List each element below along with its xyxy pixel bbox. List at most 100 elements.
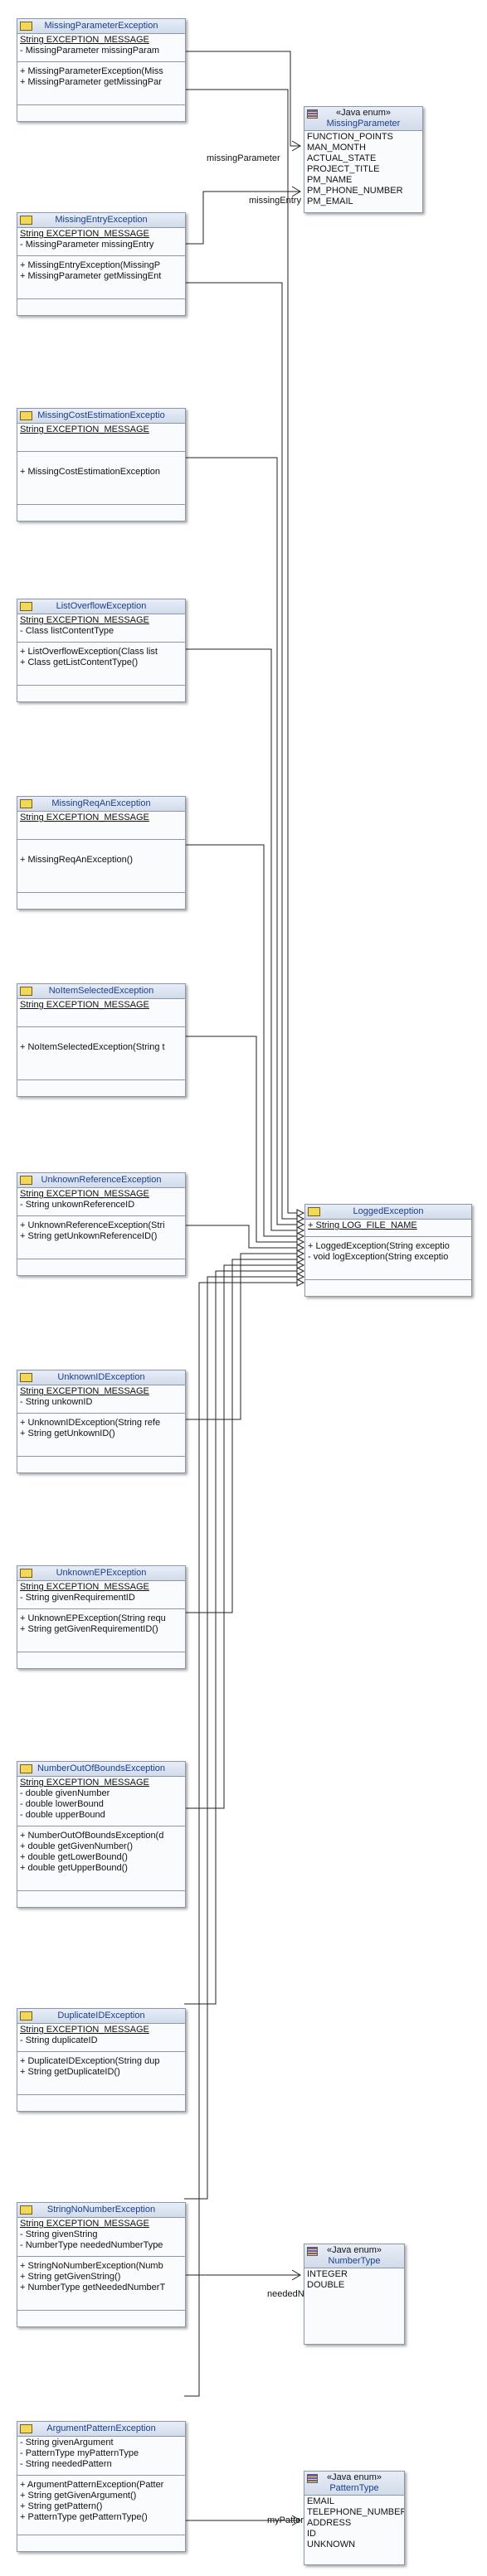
empty-compartment: [17, 2095, 185, 2111]
class-box-unknown-ep-exception[interactable]: UnknownEPException String EXCEPTION_MESS…: [17, 1565, 186, 1669]
class-box-duplicate-id-exception[interactable]: DuplicateIDException String EXCEPTION_ME…: [17, 2008, 186, 2112]
class-icon: [308, 1207, 320, 1216]
operations-compartment: + UnknownEPException(String requ + Strin…: [17, 1609, 185, 1652]
attributes-compartment: String EXCEPTION_MESSAGE - MissingParame…: [17, 34, 185, 62]
enum-literals: EMAIL TELEPHONE_NUMBER ADDRESS ID UNKNOW…: [304, 2496, 404, 2555]
attribute: String EXCEPTION_MESSAGE: [20, 1386, 149, 1396]
class-name: DuplicateIDException: [57, 2011, 145, 2021]
enum-literals: FUNCTION_POINTS MAN_MONTH ACTUAL_STATE P…: [304, 131, 422, 212]
operation: + UnknownIDException(String refe: [20, 1418, 161, 1428]
attributes-compartment: String EXCEPTION_MESSAGE: [17, 812, 185, 840]
enum-box-number-type[interactable]: «Java enum» NumberType INTEGER DOUBLE: [304, 2244, 405, 2345]
class-box-no-item-selected-exception[interactable]: NoItemSelectedException String EXCEPTION…: [17, 983, 186, 1097]
class-box-missing-entry-exception[interactable]: MissingEntryException String EXCEPTION_M…: [17, 212, 186, 316]
class-box-unknown-id-exception[interactable]: UnknownIDException String EXCEPTION_MESS…: [17, 1370, 186, 1473]
attribute: String EXCEPTION_MESSAGE: [20, 229, 149, 239]
enum-stereotype: «Java enum»: [326, 2245, 382, 2255]
empty-compartment: [17, 299, 185, 315]
attribute: String EXCEPTION_MESSAGE: [20, 35, 149, 45]
class-icon: [20, 799, 32, 808]
class-icon: [20, 987, 32, 996]
class-box-unknown-reference-exception[interactable]: UnknownReferenceException String EXCEPTI…: [17, 1172, 186, 1276]
operation: + LoggedException(String exceptio: [308, 1241, 450, 1251]
empty-compartment: [17, 105, 185, 121]
enum-literal: PM_EMAIL: [307, 196, 353, 206]
attribute: - String givenRequirementID: [20, 1593, 135, 1603]
attribute: String EXCEPTION_MESSAGE: [20, 2025, 149, 2035]
operation: + String getUnkownID(): [20, 1429, 115, 1438]
class-icon: [20, 1569, 32, 1578]
association-label-missing-entry: missingEntry: [249, 196, 301, 206]
operation: + MissingParameter getMissingEnt: [20, 271, 162, 281]
operations-compartment: + MissingEntryException(MissingP + Missi…: [17, 256, 185, 299]
enum-literal: DOUBLE: [307, 2280, 345, 2290]
operation: + String getUnkownReferenceID(): [20, 1231, 158, 1241]
class-box-missing-cost-estimation-exception[interactable]: MissingCostEstimationExceptio String EXC…: [17, 408, 186, 522]
operation: + ArgumentPatternException(Patter: [20, 2480, 164, 2490]
empty-compartment: [305, 1280, 471, 1296]
enum-literal: PM_PHONE_NUMBER: [307, 186, 403, 196]
attribute: - String duplicateID: [20, 2035, 98, 2045]
association-label-missing-parameter: missingParameter: [207, 153, 280, 163]
enum-literal: INTEGER: [307, 2269, 348, 2279]
enum-box-pattern-type[interactable]: «Java enum» PatternType EMAIL TELEPHONE_…: [304, 2471, 405, 2565]
enum-literal: ID: [307, 2529, 316, 2539]
class-box-number-out-of-bounds-exception[interactable]: NumberOutOfBoundsException String EXCEPT…: [17, 1761, 186, 1908]
class-name: MissingCostEstimationExceptio: [37, 410, 165, 420]
attribute: + String LOG_FILE_NAME: [308, 1220, 417, 1230]
empty-compartment: [17, 505, 185, 521]
operations-compartment: + UnknownReferenceException(Stri + Strin…: [17, 1216, 185, 1259]
operation: + DuplicateIDException(String dup: [20, 2056, 160, 2066]
enum-literal: FUNCTION_POINTS: [307, 132, 393, 142]
attribute: - double givenNumber: [20, 1788, 110, 1798]
empty-compartment: [17, 2535, 185, 2551]
class-name: NumberOutOfBoundsException: [37, 1763, 166, 1773]
class-box-logged-exception[interactable]: LoggedException + String LOG_FILE_NAME +…: [304, 1204, 472, 1297]
class-name: UnknownIDException: [57, 1372, 145, 1382]
class-name: UnknownEPException: [56, 1568, 147, 1578]
attributes-compartment: - String givenArgument - PatternType myP…: [17, 2437, 185, 2476]
attribute: - String givenArgument: [20, 2438, 114, 2447]
operation: + String getPattern(): [20, 2501, 103, 2511]
operations-compartment: + MissingParameterException(Miss + Missi…: [17, 62, 185, 105]
enum-icon: [307, 109, 318, 119]
operations-compartment: + NumberOutOfBoundsException(d + double …: [17, 1826, 185, 1891]
attribute: String EXCEPTION_MESSAGE: [20, 424, 149, 434]
attribute: String EXCEPTION_MESSAGE: [20, 2219, 149, 2229]
operation: + double getGivenNumber(): [20, 1841, 134, 1851]
attributes-compartment: String EXCEPTION_MESSAGE - String duplic…: [17, 2024, 185, 2052]
empty-compartment: [17, 1080, 185, 1096]
class-icon: [20, 602, 32, 611]
operation: + NoItemSelectedException(String t: [20, 1042, 165, 1052]
class-box-missing-req-an-exception[interactable]: MissingReqAnException String EXCEPTION_M…: [17, 796, 186, 910]
attribute: - MissingParameter missingParam: [20, 46, 160, 56]
operation: + UnknownEPException(String requ: [20, 1613, 166, 1623]
operation: + String getGivenArgument(): [20, 2491, 137, 2501]
class-icon: [20, 22, 32, 31]
attributes-compartment: String EXCEPTION_MESSAGE - String unkown…: [17, 1385, 185, 1414]
class-box-list-overflow-exception[interactable]: ListOverflowException String EXCEPTION_M…: [17, 599, 186, 702]
empty-compartment: [17, 2311, 185, 2326]
operations-compartment: + ListOverflowException(Class list + Cla…: [17, 643, 185, 686]
enum-literal: ADDRESS: [307, 2518, 352, 2528]
class-icon: [20, 2011, 32, 2021]
enum-name: NumberType: [328, 2256, 381, 2266]
attribute: - MissingParameter missingEntry: [20, 240, 154, 250]
attribute: String EXCEPTION_MESSAGE: [20, 1778, 149, 1788]
class-box-missing-parameter-exception[interactable]: MissingParameterException String EXCEPTI…: [17, 18, 186, 122]
attributes-compartment: String EXCEPTION_MESSAGE - String givenS…: [17, 2218, 185, 2257]
class-icon: [20, 411, 32, 420]
class-box-string-no-number-exception[interactable]: StringNoNumberException String EXCEPTION…: [17, 2202, 186, 2327]
operation: + double getUpperBound(): [20, 1863, 128, 1873]
operation: + String getGivenRequirementID(): [20, 1624, 158, 1634]
attributes-compartment: String EXCEPTION_MESSAGE - MissingParame…: [17, 228, 185, 256]
operation: + Class getListContentType(): [20, 657, 139, 667]
class-box-argument-pattern-exception[interactable]: ArgumentPatternException - String givenA…: [17, 2421, 186, 2552]
operation: + MissingEntryException(MissingP: [20, 260, 161, 270]
attributes-compartment: String EXCEPTION_MESSAGE - String givenR…: [17, 1581, 185, 1609]
operations-compartment: + UnknownIDException(String refe + Strin…: [17, 1414, 185, 1457]
operation: + ListOverflowException(Class list: [20, 647, 158, 657]
operations-compartment: + MissingCostEstimationException: [17, 452, 185, 505]
attribute: - NumberType neededNumberType: [20, 2240, 163, 2250]
enum-box-missing-parameter[interactable]: «Java enum» MissingParameter FUNCTION_PO…: [304, 106, 423, 213]
